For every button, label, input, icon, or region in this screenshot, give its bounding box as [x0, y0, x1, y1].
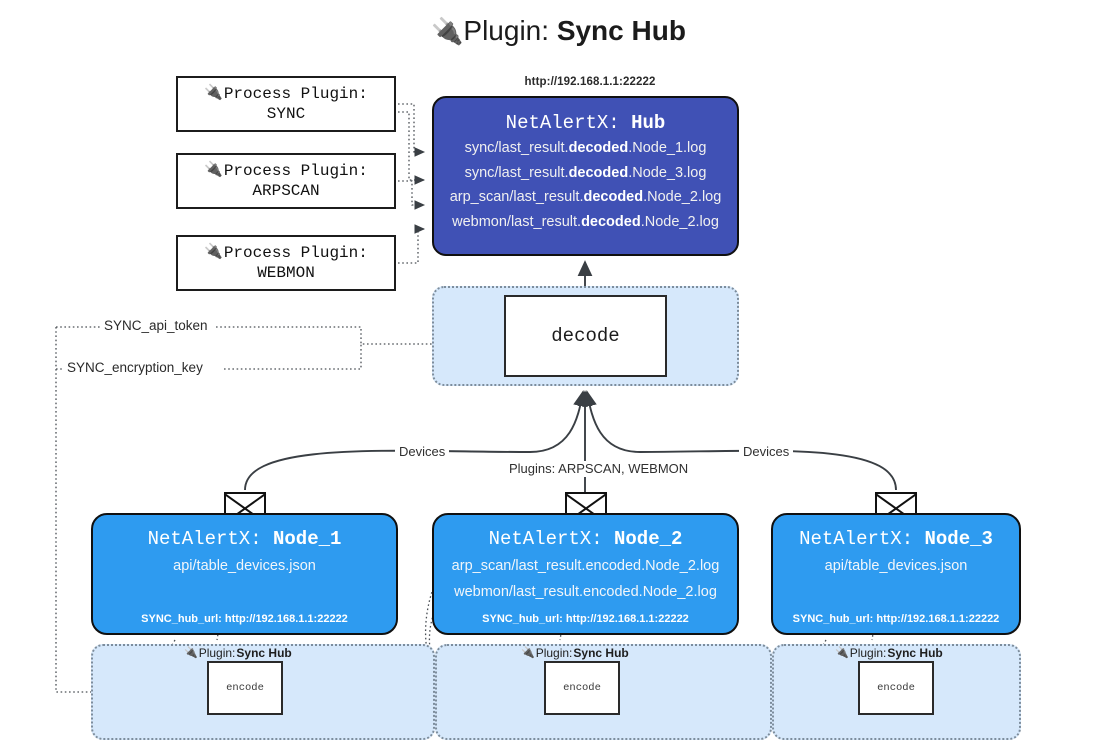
node-resource-line: arp_scan/last_result.encoded.Node_2.log	[451, 558, 720, 574]
encode-box[interactable]: encode	[858, 661, 934, 715]
plug-icon: 🔌	[431, 16, 464, 46]
plug-icon: 🔌	[835, 647, 849, 659]
node-title: NetAlertX: Node_2	[488, 528, 683, 550]
page-title-prefix: Plugin:	[463, 15, 557, 46]
node-box-node-1[interactable]: NetAlertX: Node_1 api/table_devices.json…	[91, 513, 398, 635]
node-hub-url: SYNC_hub_url: http://192.168.1.1:22222	[141, 613, 348, 625]
process-plugin-arpscan[interactable]: 🔌Process Plugin: ARPSCAN	[176, 153, 396, 209]
node-box-node-3[interactable]: NetAlertX: Node_3 api/table_devices.json…	[771, 513, 1021, 635]
edge-label-devices-right: Devices	[739, 444, 794, 460]
process-plugin-name: SYNC	[266, 105, 306, 123]
node-hub-url: SYNC_hub_url: http://192.168.1.1:22222	[482, 613, 689, 625]
hub-url-label: http://192.168.1.1:22222	[524, 76, 656, 88]
encode-plugin-label: 🔌Plugin: Sync Hub	[835, 646, 943, 660]
page-title-name: Sync Hub	[556, 15, 686, 46]
hub-log-line: webmon/last_result.decoded.Node_2.log	[452, 213, 719, 230]
process-plugin-label: Process Plugin:	[223, 85, 368, 103]
node-title: NetAlertX: Node_1	[147, 528, 342, 550]
process-plugin-sync[interactable]: 🔌Process Plugin: SYNC	[176, 76, 396, 132]
hub-log-line: sync/last_result.decoded.Node_1.log	[464, 140, 707, 156]
edge-label-plugins: Plugins: ARPSCAN, WEBMON	[505, 461, 693, 477]
node-resource-line: api/table_devices.json	[824, 558, 968, 574]
edge-label-devices-left: Devices	[395, 444, 450, 460]
node-resource-line: webmon/last_result.encoded.Node_2.log	[454, 584, 717, 600]
hub-log-line: arp_scan/last_result.decoded.Node_2.log	[449, 189, 722, 205]
hub-node-box[interactable]: NetAlertX: Hub sync/last_result.decoded.…	[432, 96, 739, 256]
encode-box[interactable]: encode	[544, 661, 620, 715]
sync-encryption-key-label: SYNC_encryption_key	[64, 360, 206, 376]
process-plugin-name: WEBMON	[257, 264, 315, 282]
plug-icon: 🔌	[184, 647, 198, 659]
hub-title: NetAlertX: Hub	[434, 110, 737, 136]
plug-icon: 🔌	[204, 244, 223, 261]
page-title: 🔌Plugin: Sync Hub	[0, 14, 1117, 48]
hub-title-name: Hub	[631, 112, 666, 134]
node-box-node-2[interactable]: NetAlertX: Node_2 arp_scan/last_result.e…	[432, 513, 739, 635]
encode-plugin-label: 🔌Plugin: Sync Hub	[521, 646, 629, 660]
plug-icon: 🔌	[204, 85, 223, 102]
plug-icon: 🔌	[521, 647, 535, 659]
encode-plugin-label: 🔌Plugin: Sync Hub	[184, 646, 292, 660]
hub-title-prefix: NetAlertX:	[505, 112, 632, 134]
process-plugin-label: Process Plugin:	[223, 244, 368, 262]
node-title: NetAlertX: Node_3	[799, 528, 993, 550]
process-plugin-name: ARPSCAN	[252, 182, 320, 200]
process-plugin-label: Process Plugin:	[223, 162, 368, 180]
encode-box[interactable]: encode	[207, 661, 283, 715]
hub-log-line: sync/last_result.decoded.Node_3.log	[464, 164, 707, 181]
plug-icon: 🔌	[204, 162, 223, 179]
sync-api-token-label: SYNC_api_token	[101, 318, 211, 334]
node-resource-line: api/table_devices.json	[173, 558, 316, 574]
decode-box[interactable]: decode	[504, 295, 667, 377]
node-hub-url: SYNC_hub_url: http://192.168.1.1:22222	[792, 613, 1000, 625]
process-plugin-webmon[interactable]: 🔌Process Plugin: WEBMON	[176, 235, 396, 291]
